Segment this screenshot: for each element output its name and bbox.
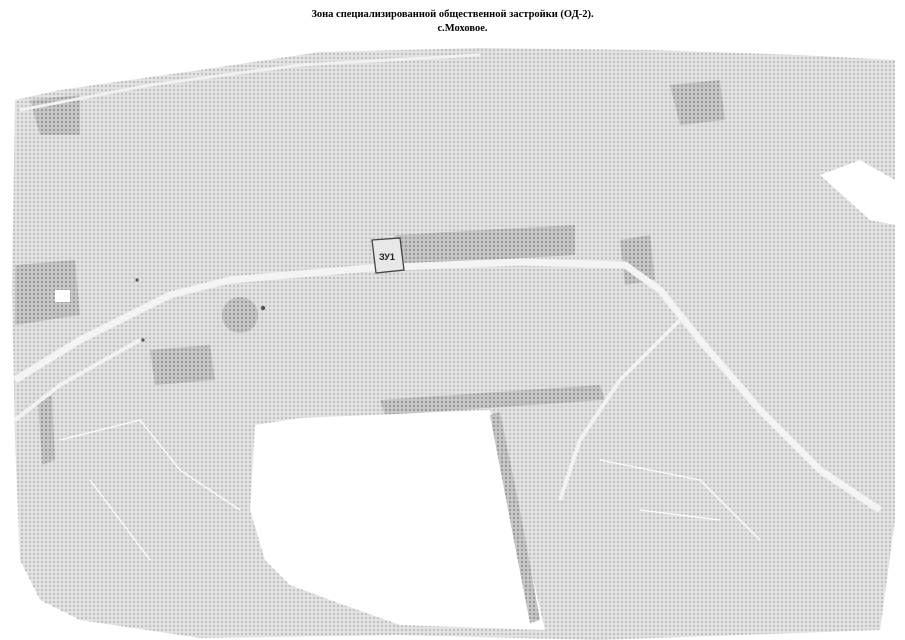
building-far-left xyxy=(38,395,55,465)
plot-zu1[interactable]: ЗУ1 xyxy=(371,237,405,274)
building-mid-left xyxy=(150,345,215,385)
map-title-zone: Зона специализированной общественной зас… xyxy=(311,9,594,20)
road-branch-right xyxy=(558,318,682,501)
building-top-right xyxy=(670,80,725,125)
building-lower xyxy=(380,385,605,415)
cleared-area-top-right xyxy=(820,160,895,225)
building-left-inner xyxy=(55,290,70,302)
map-title: Зона специализированной общественной зас… xyxy=(0,8,905,36)
map-canvas[interactable]: ЗУ1 xyxy=(0,40,905,640)
marker-point xyxy=(135,278,139,282)
main-road xyxy=(13,258,882,513)
marker-point xyxy=(260,305,266,311)
round-structure xyxy=(222,297,258,333)
terrain-area xyxy=(12,48,895,640)
building-right-block xyxy=(620,235,655,285)
plot-zu1-boundary xyxy=(371,237,405,274)
building-center xyxy=(395,225,575,265)
strip-structure xyxy=(490,412,540,623)
cleared-area xyxy=(250,410,545,630)
map-title-settlement: с.Моховое. xyxy=(437,23,488,34)
road-branch-left xyxy=(13,338,141,422)
plot-zu1-label: ЗУ1 xyxy=(379,252,395,262)
building-left xyxy=(15,260,80,325)
road-top xyxy=(19,53,481,112)
parcel-lines xyxy=(59,419,761,601)
marker-point xyxy=(141,338,145,342)
